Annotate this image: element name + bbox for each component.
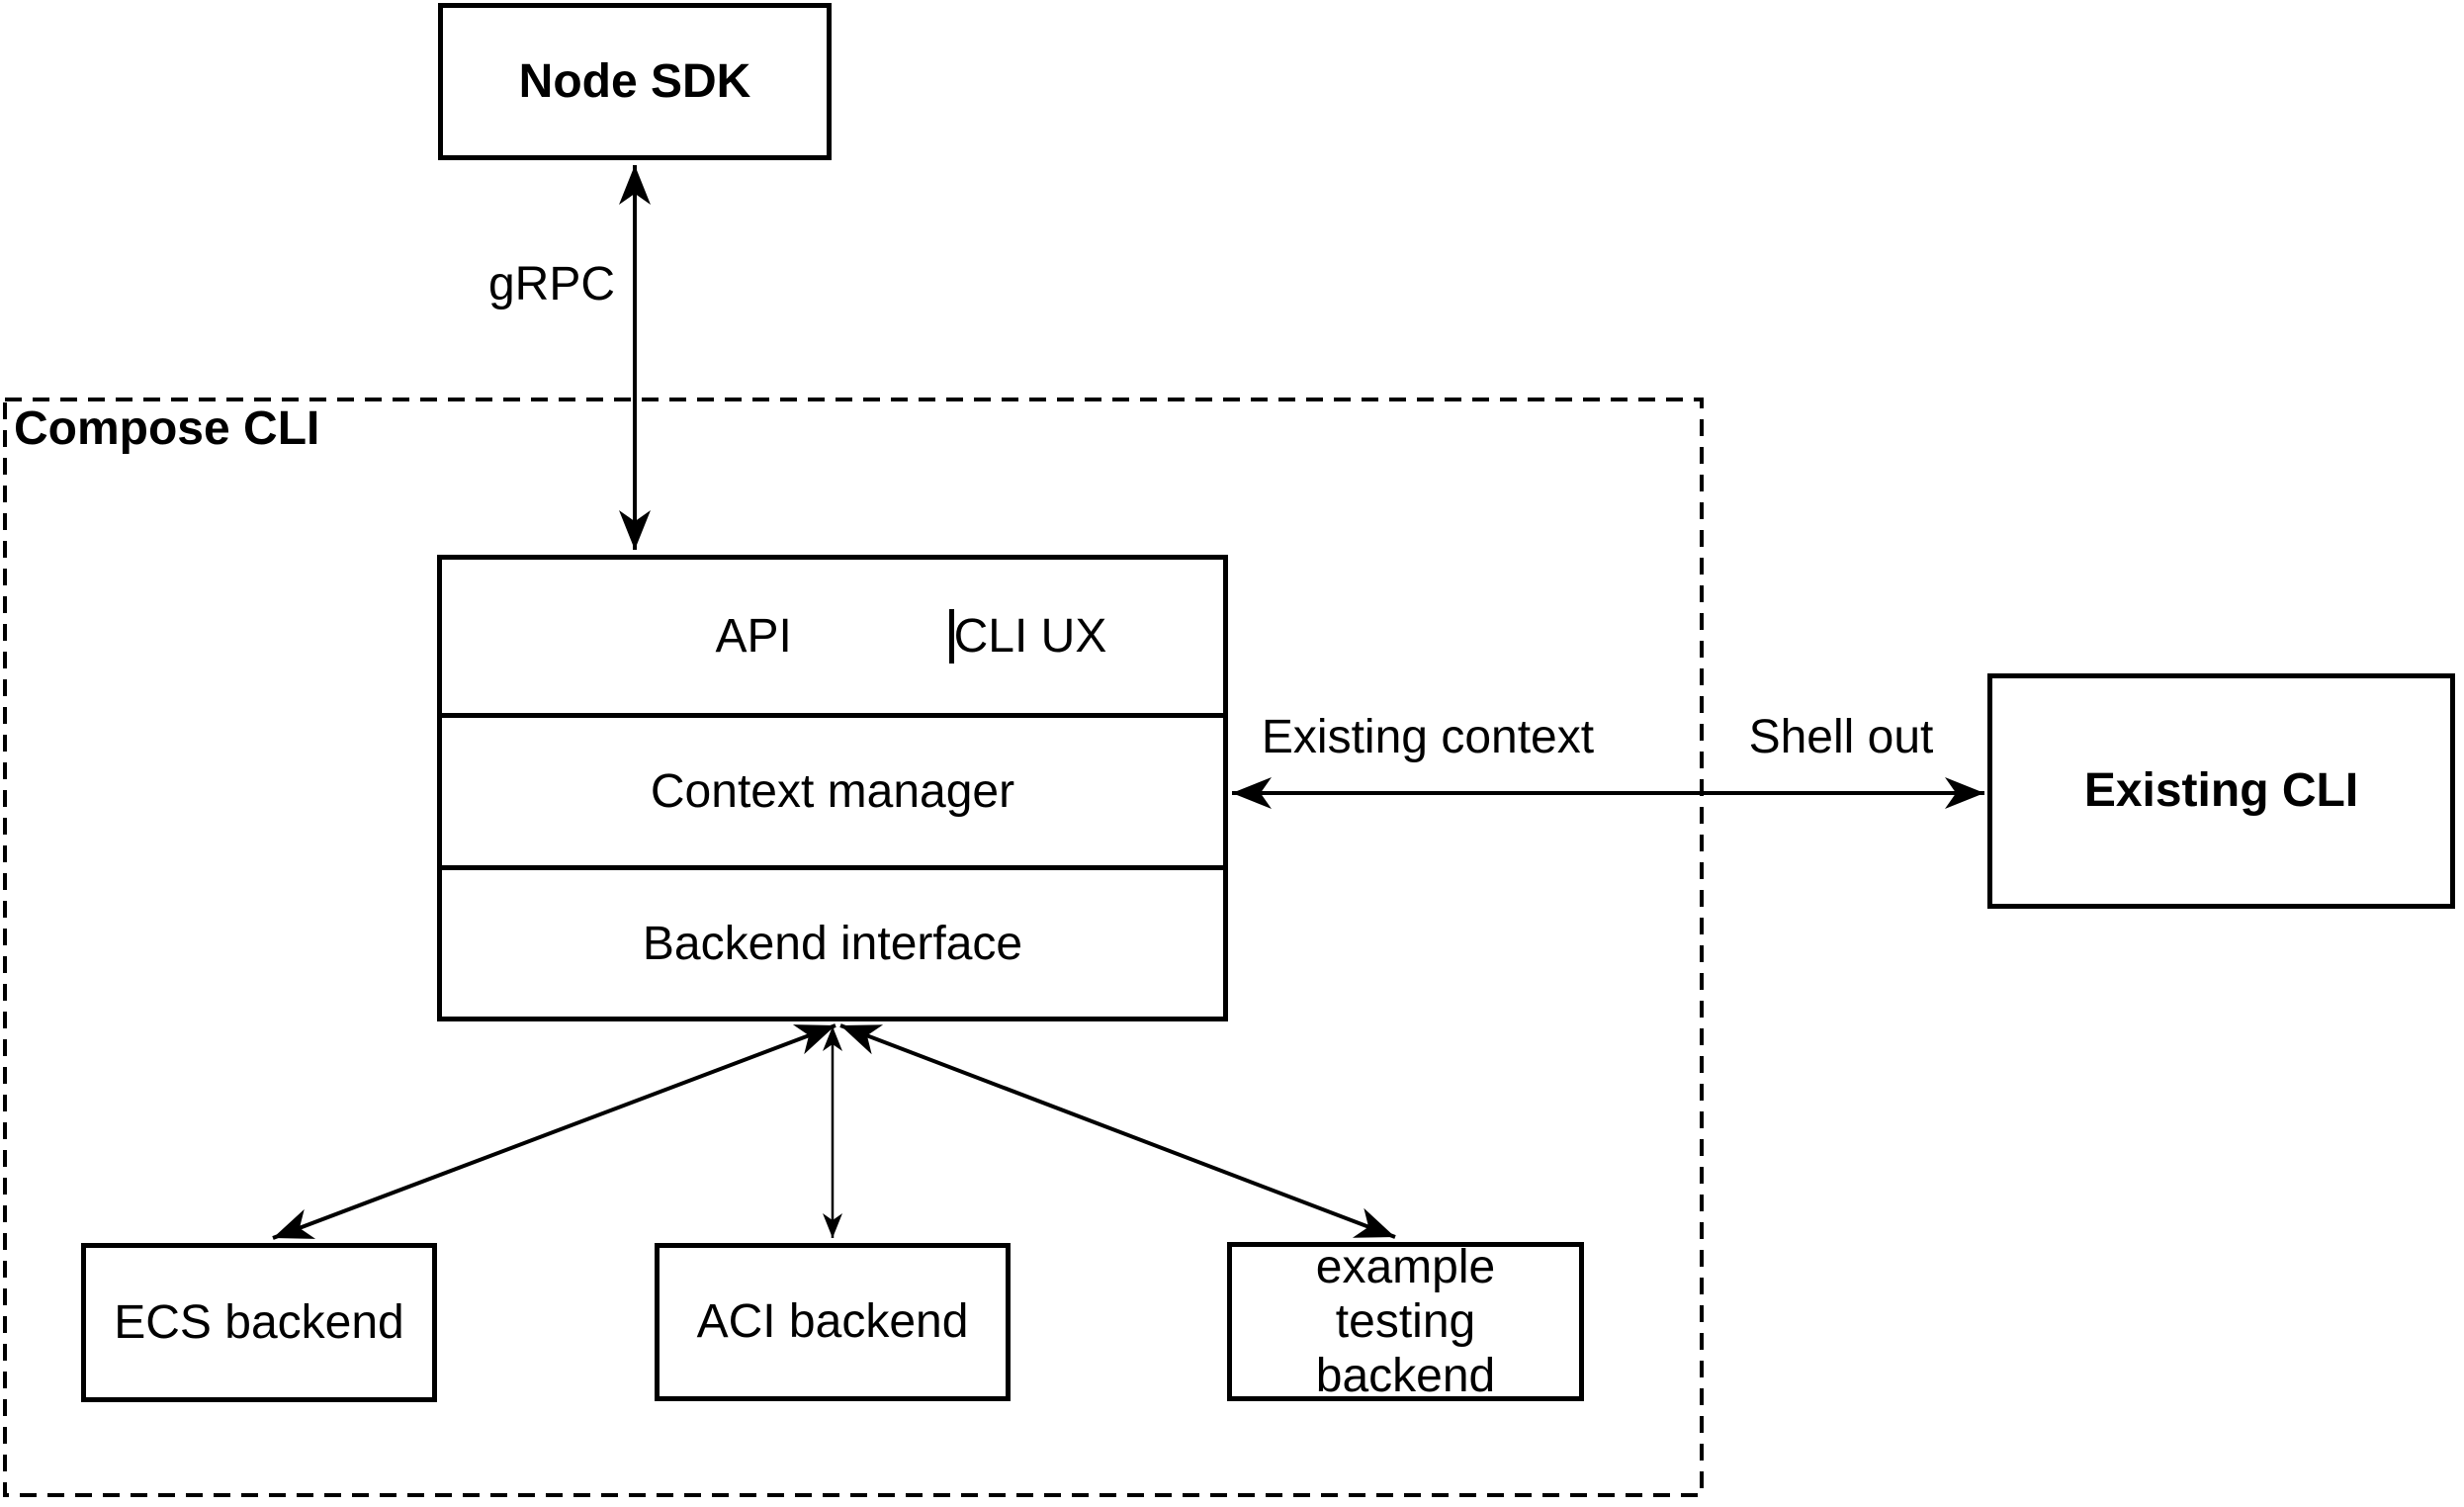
backend-interface-label: Backend interface xyxy=(642,917,1023,970)
api-cliux-row: API CLI UX xyxy=(442,560,1223,713)
node-sdk-label: Node SDK xyxy=(518,54,751,108)
compose-core-box: API CLI UX Context manager Backend inter… xyxy=(437,555,1228,1021)
context-manager-cell: Context manager xyxy=(442,713,1223,865)
existing-cli-label: Existing CLI xyxy=(2083,764,2359,818)
backend-to-example-arrow xyxy=(839,1023,1396,1239)
example-testing-backend-box: example testing backend xyxy=(1227,1240,1584,1403)
context-manager-label: Context manager xyxy=(650,765,1015,818)
ecs-backend-box: ECS backend xyxy=(81,1243,437,1402)
grpc-edge-label: gRPC xyxy=(487,258,616,310)
aci-backend-box: ACI backend xyxy=(655,1243,1011,1401)
backend-interface-cell: Backend interface xyxy=(442,865,1223,1017)
backend-to-ecs-arrow xyxy=(272,1023,836,1240)
example-testing-backend-label: example testing backend xyxy=(1315,1240,1496,1403)
existing-cli-box: Existing CLI xyxy=(1987,673,2455,909)
compose-cli-boundary xyxy=(3,398,1704,1497)
existing-context-edge-label: Existing context xyxy=(1261,711,1595,763)
cli-ux-label: CLI UX xyxy=(953,610,1107,663)
api-label: API xyxy=(715,610,792,663)
cli-ux-cell: CLI UX xyxy=(948,609,1107,664)
api-cell: API xyxy=(559,609,949,664)
aci-backend-label: ACI backend xyxy=(696,1295,969,1349)
node-sdk-box: Node SDK xyxy=(438,3,832,160)
compose-cli-container-label: Compose CLI xyxy=(14,402,320,455)
shell-out-edge-label: Shell out xyxy=(1748,711,1934,763)
ecs-backend-label: ECS backend xyxy=(114,1295,404,1349)
